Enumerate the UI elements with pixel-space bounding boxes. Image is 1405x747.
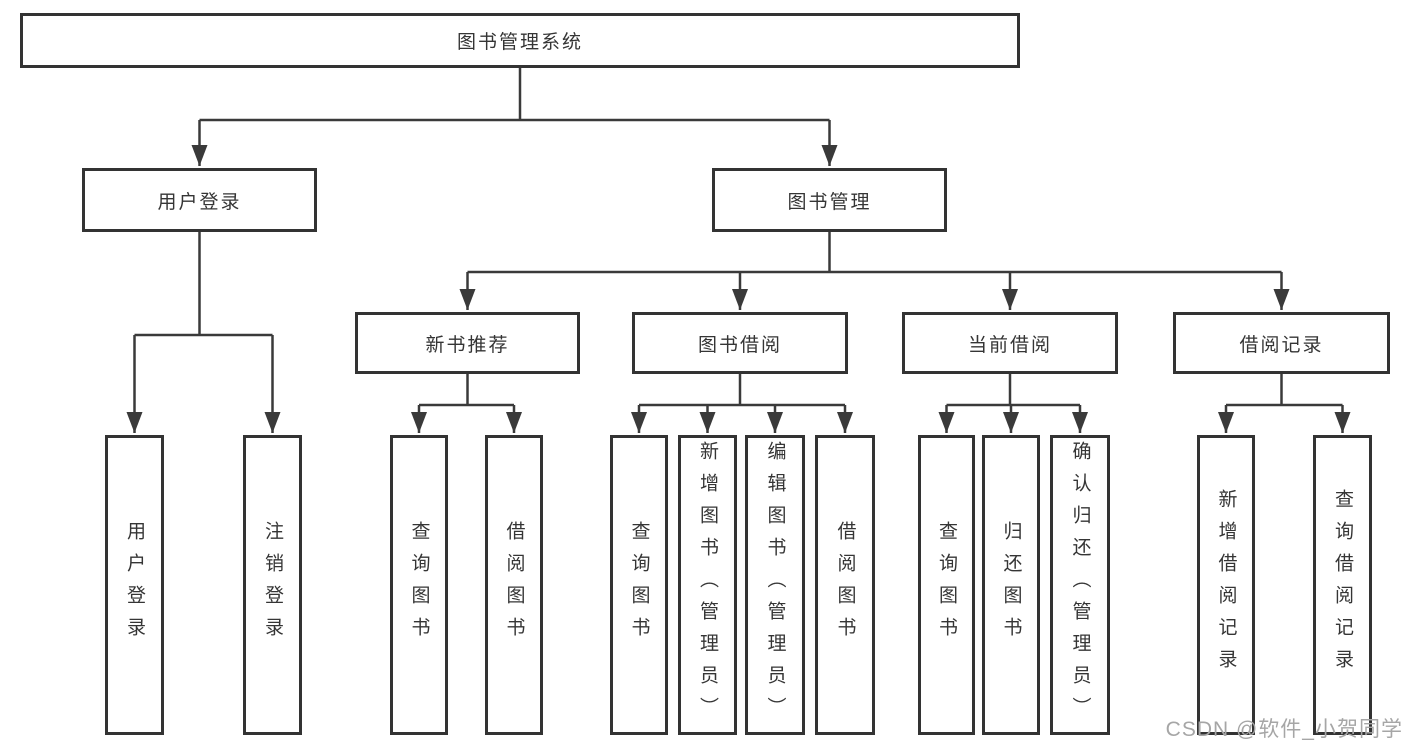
- node-user-login-label: 用户登录: [157, 191, 242, 213]
- leaf-current-query-book: 查询图书: [918, 435, 975, 735]
- node-book-system: 图书管理系统: [20, 13, 1020, 68]
- node-book-management: 图书管理: [712, 168, 947, 232]
- leaf-confirm-return-admin: 确认归还（管理员）: [1050, 435, 1110, 735]
- leaf-logout-label: 注销登录: [262, 521, 283, 649]
- leaf-add-borrow-record: 新增借阅记录: [1197, 435, 1255, 735]
- leaf-user-login-label: 用户登录: [124, 521, 145, 649]
- leaf-user-login: 用户登录: [105, 435, 164, 735]
- node-new-book-recommend-label: 新书推荐: [425, 334, 510, 356]
- node-book-management-label: 图书管理: [787, 191, 872, 213]
- leaf-add-book-admin-label: 新增图书（管理员）: [697, 441, 718, 729]
- leaf-current-query-book-label: 查询图书: [936, 521, 957, 649]
- leaf-edit-book-admin-label: 编辑图书（管理员）: [764, 441, 786, 729]
- leaf-query-borrow-record-label: 查询借阅记录: [1332, 489, 1353, 681]
- node-current-borrow: 当前借阅: [902, 312, 1118, 374]
- leaf-recommend-query-book: 查询图书: [390, 435, 448, 735]
- node-book-borrow-label: 图书借阅: [697, 334, 782, 356]
- leaf-query-borrow-record: 查询借阅记录: [1313, 435, 1372, 735]
- node-borrow-record: 借阅记录: [1173, 312, 1390, 374]
- node-borrow-record-label: 借阅记录: [1239, 334, 1324, 356]
- leaf-borrow-query-book-label: 查询图书: [628, 521, 650, 649]
- leaf-add-book-admin: 新增图书（管理员）: [678, 435, 737, 735]
- leaf-borrow-query-book: 查询图书: [610, 435, 668, 735]
- leaf-return-book-label: 归还图书: [1000, 521, 1022, 649]
- leaf-return-book: 归还图书: [982, 435, 1040, 735]
- leaf-borrow-book: 借阅图书: [815, 435, 875, 735]
- leaf-add-borrow-record-label: 新增借阅记录: [1215, 489, 1237, 681]
- leaf-recommend-borrow-book: 借阅图书: [485, 435, 543, 735]
- leaf-borrow-book-label: 借阅图书: [834, 521, 856, 649]
- leaf-edit-book-admin: 编辑图书（管理员）: [745, 435, 805, 735]
- node-new-book-recommend: 新书推荐: [355, 312, 580, 374]
- node-user-login: 用户登录: [82, 168, 317, 232]
- node-current-borrow-label: 当前借阅: [967, 334, 1052, 356]
- leaf-recommend-query-book-label: 查询图书: [408, 521, 430, 649]
- node-book-borrow: 图书借阅: [632, 312, 848, 374]
- watermark: CSDN @软件_小贺同学: [1165, 718, 1403, 741]
- node-book-system-label: 图书管理系统: [456, 32, 583, 53]
- leaf-confirm-return-admin-label: 确认归还（管理员）: [1069, 441, 1091, 729]
- leaf-logout: 注销登录: [243, 435, 302, 735]
- leaf-recommend-borrow-book-label: 借阅图书: [503, 521, 525, 649]
